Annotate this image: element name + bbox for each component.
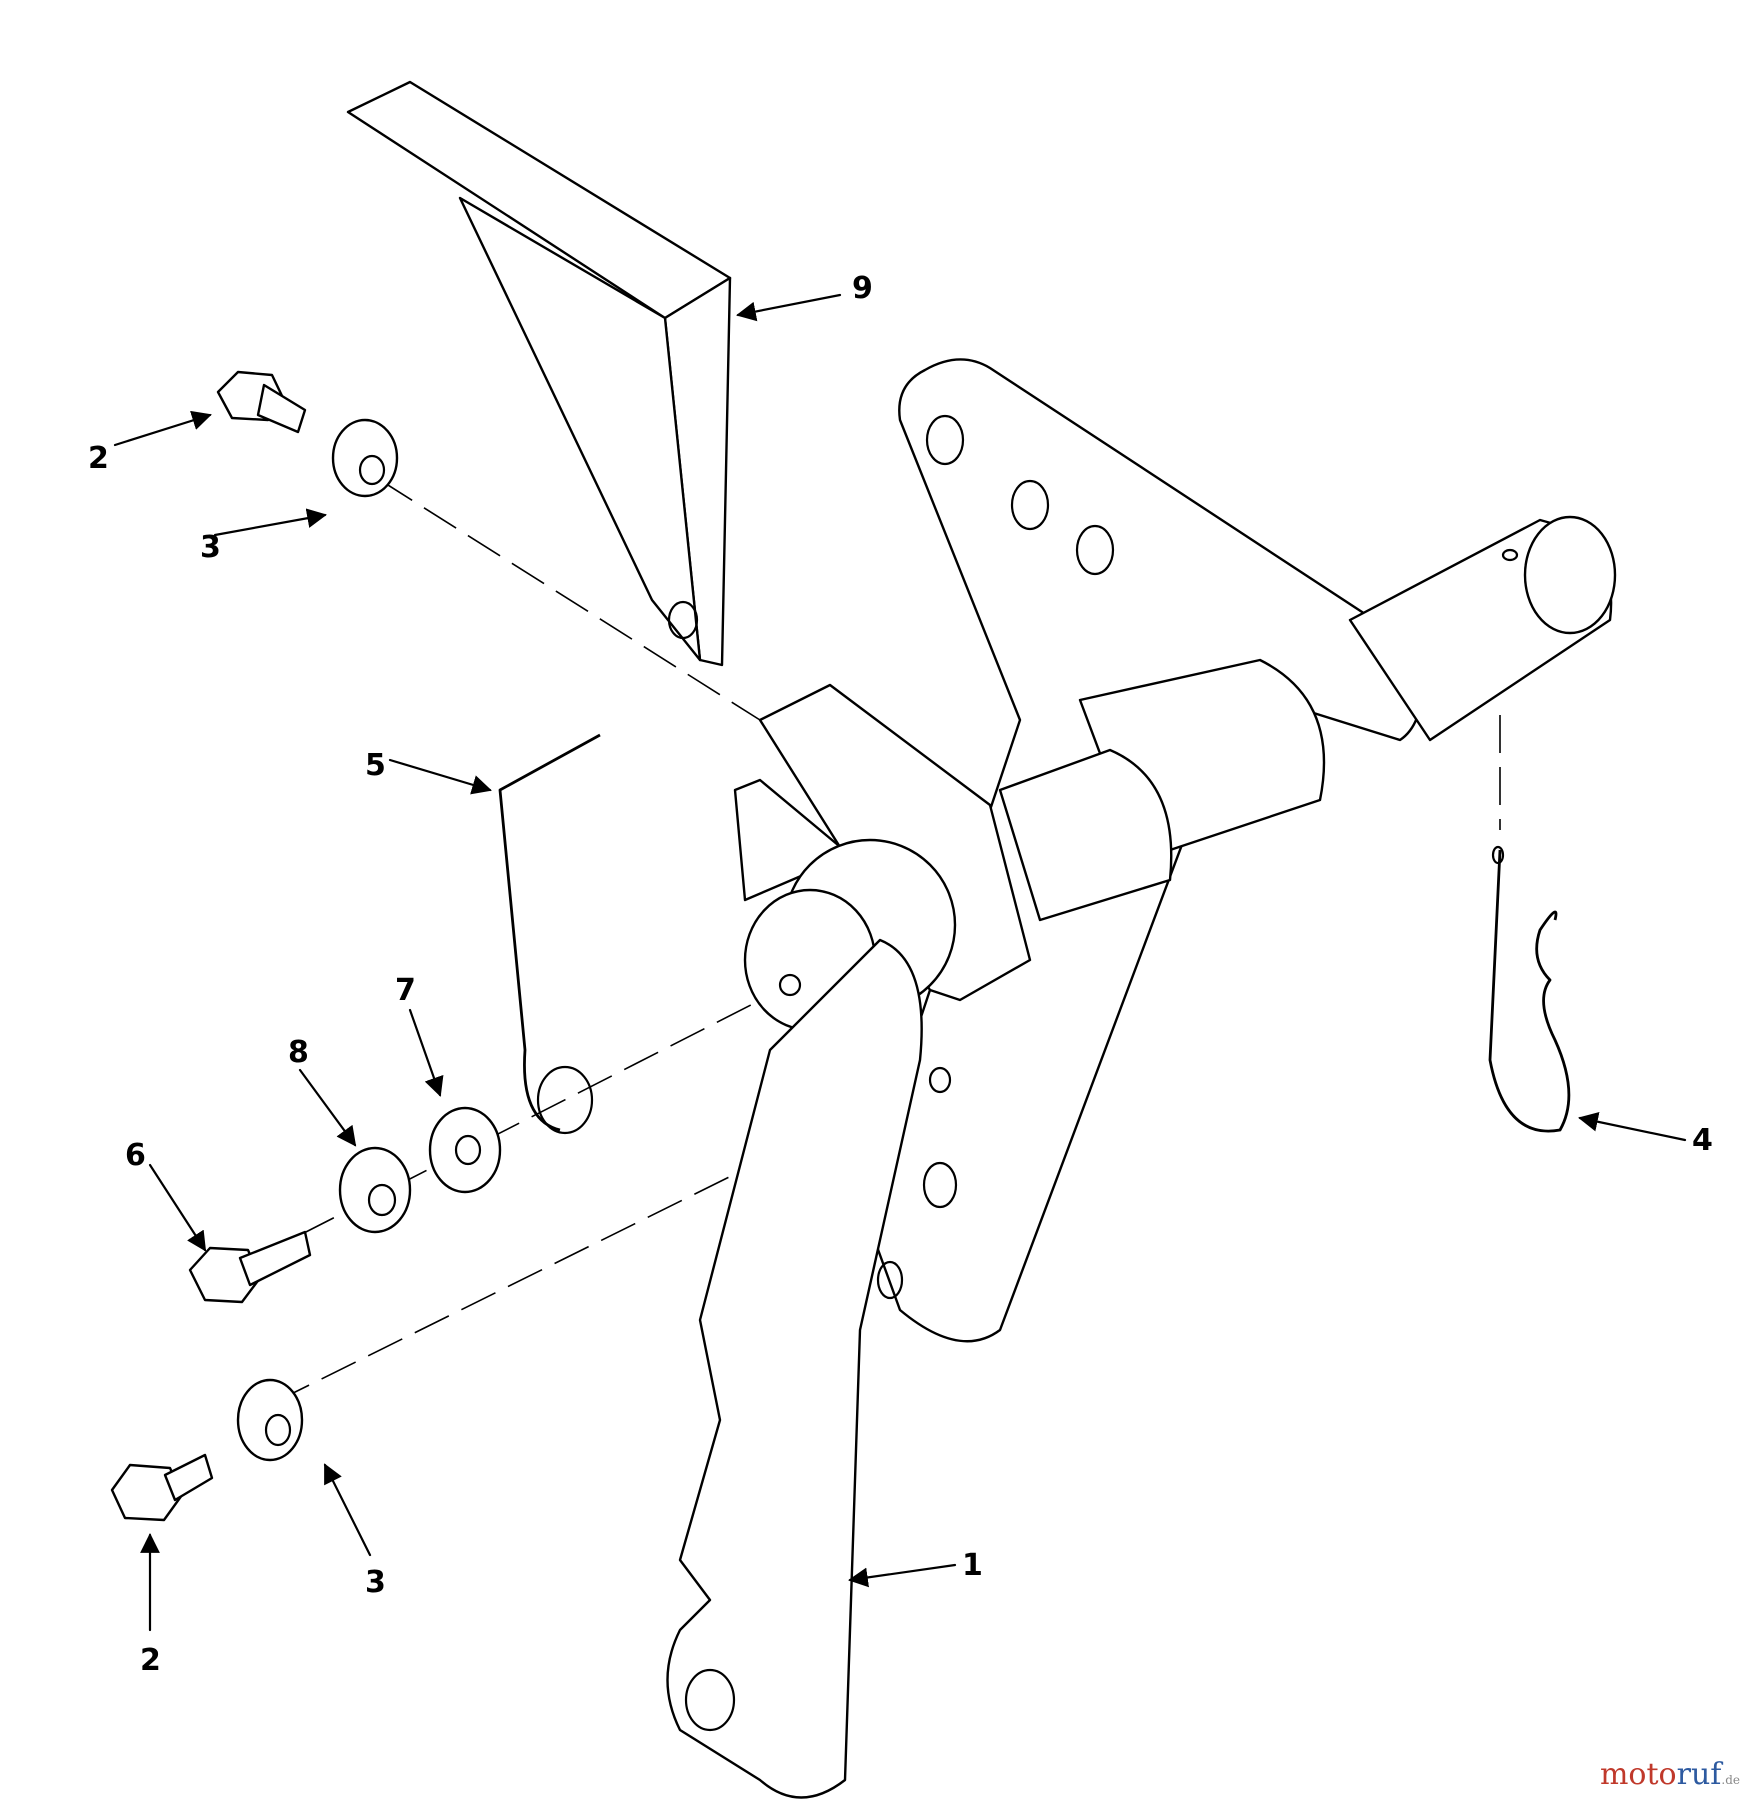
flat-washer-part-7 [428,1106,502,1194]
hairpin-clip-part-4 [1488,845,1571,1133]
watermark-part-1: moto [1599,1757,1677,1792]
callout-2-lower: 2 [140,1643,161,1678]
callout-3-lower: 3 [365,1565,386,1600]
lock-washer-part-3-lower [236,1378,304,1462]
callout-4: 4 [1692,1123,1713,1158]
callout-1: 1 [962,1548,983,1583]
leader-lines [113,293,1687,1632]
cross-shaft [998,515,1617,922]
mounting-block [733,683,1032,1094]
watermark-logo: motoruf.de [1600,1757,1740,1792]
watermark-part-2: ruf [1676,1757,1722,1792]
callout-6: 6 [125,1138,146,1173]
lever-part-1 [666,938,923,1799]
callout-3-upper: 3 [200,530,221,565]
callout-labels: 9 2 3 5 7 8 6 4 1 3 2 [88,271,1713,1678]
callout-8: 8 [288,1035,309,1070]
callout-9: 9 [852,271,873,306]
lock-washer-part-3-upper [331,418,399,498]
callout-2-upper: 2 [88,441,109,476]
callout-7: 7 [395,973,416,1008]
bracket-part-9 [346,80,732,667]
callout-5: 5 [365,748,386,783]
lock-washer-part-8 [338,1146,412,1234]
bolt-part-2-upper [216,370,307,434]
bolt-part-2-lower [110,1453,214,1522]
spring-part-5 [498,733,601,1135]
bolt-part-6 [188,1230,312,1304]
watermark-suffix: .de [1721,1773,1740,1787]
